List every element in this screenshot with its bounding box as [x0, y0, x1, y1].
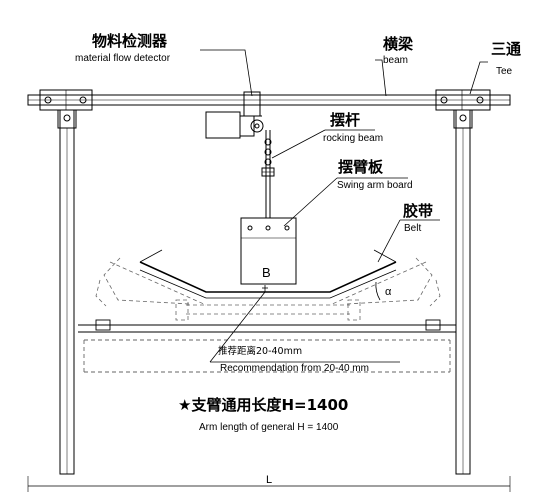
gap-indicator — [209, 285, 400, 363]
detector-label-en: material flow detector — [75, 53, 171, 64]
arm-length-label-cn: ★支臂通用长度H=1400 — [178, 396, 349, 414]
post-left — [59, 109, 75, 475]
idler-frame — [78, 319, 456, 373]
rocking-beam-label-en: rocking beam — [323, 133, 384, 144]
angle-mark: α — [385, 286, 392, 298]
trough-angle-arc — [375, 281, 381, 301]
swing-arm-board — [240, 217, 297, 285]
idler-rollers — [95, 257, 441, 321]
tee-label-cn: 三通 — [491, 40, 522, 58]
board-mark: B — [262, 265, 271, 280]
belt — [139, 261, 397, 293]
belt-label-en: Belt — [404, 223, 422, 234]
arm-length-label-en: Arm length of general H = 1400 — [199, 422, 339, 433]
swing-board-label-cn: 摆臂板 — [338, 158, 384, 176]
detector-label-cn: 物料检测器 — [92, 32, 168, 50]
cross-beam — [27, 94, 511, 106]
tee-left — [39, 89, 93, 129]
length-mark: L — [266, 474, 273, 486]
beam-label-en: beam — [383, 55, 409, 66]
recommend-label-cn: 推荐距离20-40mm — [218, 346, 303, 357]
post-right — [455, 109, 471, 475]
rocking-beam — [261, 130, 275, 218]
beam-label-cn: 横梁 — [383, 35, 414, 53]
material-flow-detector — [205, 91, 264, 139]
rocking-beam-label-cn: 摆杆 — [330, 111, 361, 129]
tee-label-en: Tee — [496, 66, 513, 77]
belt-lower — [139, 269, 397, 299]
recommend-label-en: Recommendation from 20-40 mm — [220, 363, 369, 374]
leader-lines — [139, 49, 488, 263]
belt-label-cn: 胶带 — [403, 202, 434, 220]
swing-board-label-en: Swing arm board — [337, 180, 413, 191]
tee-right — [435, 89, 491, 129]
